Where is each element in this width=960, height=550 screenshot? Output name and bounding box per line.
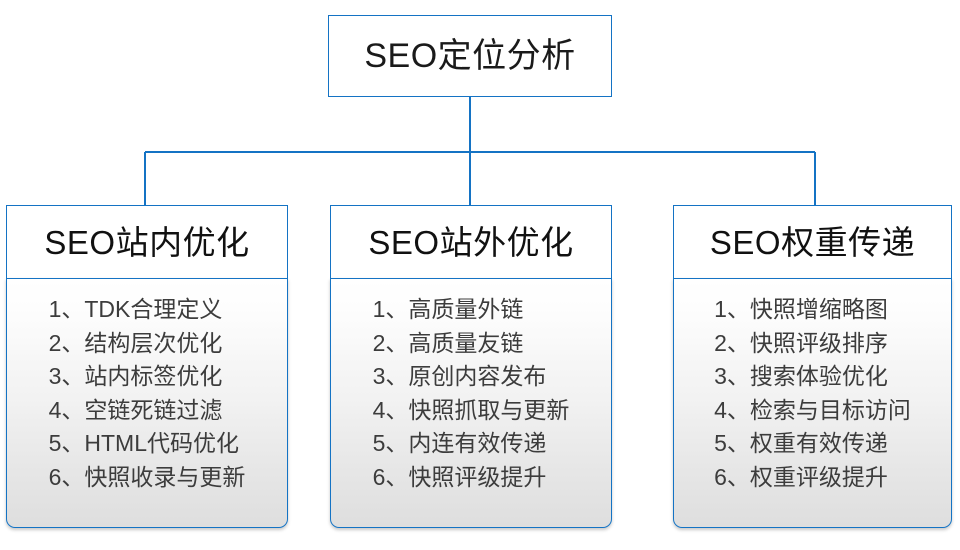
root-node[interactable]: SEO定位分析 bbox=[328, 15, 612, 97]
list-item: 2、高质量友链 bbox=[372, 329, 524, 356]
list-item: 1、高质量外链 bbox=[372, 296, 524, 323]
list-item: 5、HTML代码优化 bbox=[48, 430, 239, 457]
list-item: 1、TDK合理定义 bbox=[48, 296, 223, 323]
branch-header-seo-weight[interactable]: SEO权重传递 bbox=[673, 205, 952, 280]
list-item: 4、空链死链过滤 bbox=[48, 396, 223, 423]
list-item: 6、权重评级提升 bbox=[714, 463, 888, 490]
list-item: 1、快照增缩略图 bbox=[714, 296, 888, 323]
branch-body-seo-offsite: 1、高质量外链 2、高质量友链 3、原创内容发布 4、快照抓取与更新 5、内连有… bbox=[330, 278, 612, 529]
branch-body-seo-weight: 1、快照增缩略图 2、快照评级排序 3、搜索体验优化 4、检索与目标访问 5、权… bbox=[673, 278, 952, 529]
branch-column-seo-onsite: SEO站内优化 1、TDK合理定义 2、结构层次优化 3、站内标签优化 4、空链… bbox=[6, 205, 288, 529]
branch-header-seo-onsite[interactable]: SEO站内优化 bbox=[6, 205, 288, 280]
list-item: 3、原创内容发布 bbox=[372, 363, 547, 390]
root-node-label: SEO定位分析 bbox=[364, 37, 576, 75]
branch-title: SEO站内优化 bbox=[44, 224, 250, 261]
list-item: 4、快照抓取与更新 bbox=[372, 396, 570, 423]
list-item: 6、快照评级提升 bbox=[372, 463, 547, 490]
list-item: 3、搜索体验优化 bbox=[714, 363, 888, 390]
list-item: 6、快照收录与更新 bbox=[48, 463, 246, 490]
branch-title: SEO站外优化 bbox=[368, 224, 574, 261]
branch-body-seo-onsite: 1、TDK合理定义 2、结构层次优化 3、站内标签优化 4、空链死链过滤 5、H… bbox=[6, 278, 288, 529]
list-item: 2、结构层次优化 bbox=[48, 329, 223, 356]
list-item: 5、权重有效传递 bbox=[714, 430, 888, 457]
branch-column-seo-weight: SEO权重传递 1、快照增缩略图 2、快照评级排序 3、搜索体验优化 4、检索与… bbox=[673, 205, 952, 529]
branch-column-seo-offsite: SEO站外优化 1、高质量外链 2、高质量友链 3、原创内容发布 4、快照抓取与… bbox=[330, 205, 612, 529]
branch-item-list: 1、TDK合理定义 2、结构层次优化 3、站内标签优化 4、空链死链过滤 5、H… bbox=[49, 293, 246, 494]
branch-title: SEO权重传递 bbox=[709, 224, 916, 261]
branch-item-list: 1、快照增缩略图 2、快照评级排序 3、搜索体验优化 4、检索与目标访问 5、权… bbox=[714, 293, 911, 494]
branch-header-seo-offsite[interactable]: SEO站外优化 bbox=[330, 205, 612, 280]
list-item: 4、检索与目标访问 bbox=[714, 396, 911, 423]
branch-item-list: 1、高质量外链 2、高质量友链 3、原创内容发布 4、快照抓取与更新 5、内连有… bbox=[373, 293, 570, 494]
list-item: 2、快照评级排序 bbox=[714, 329, 888, 356]
list-item: 3、站内标签优化 bbox=[48, 363, 223, 390]
list-item: 5、内连有效传递 bbox=[372, 430, 547, 457]
